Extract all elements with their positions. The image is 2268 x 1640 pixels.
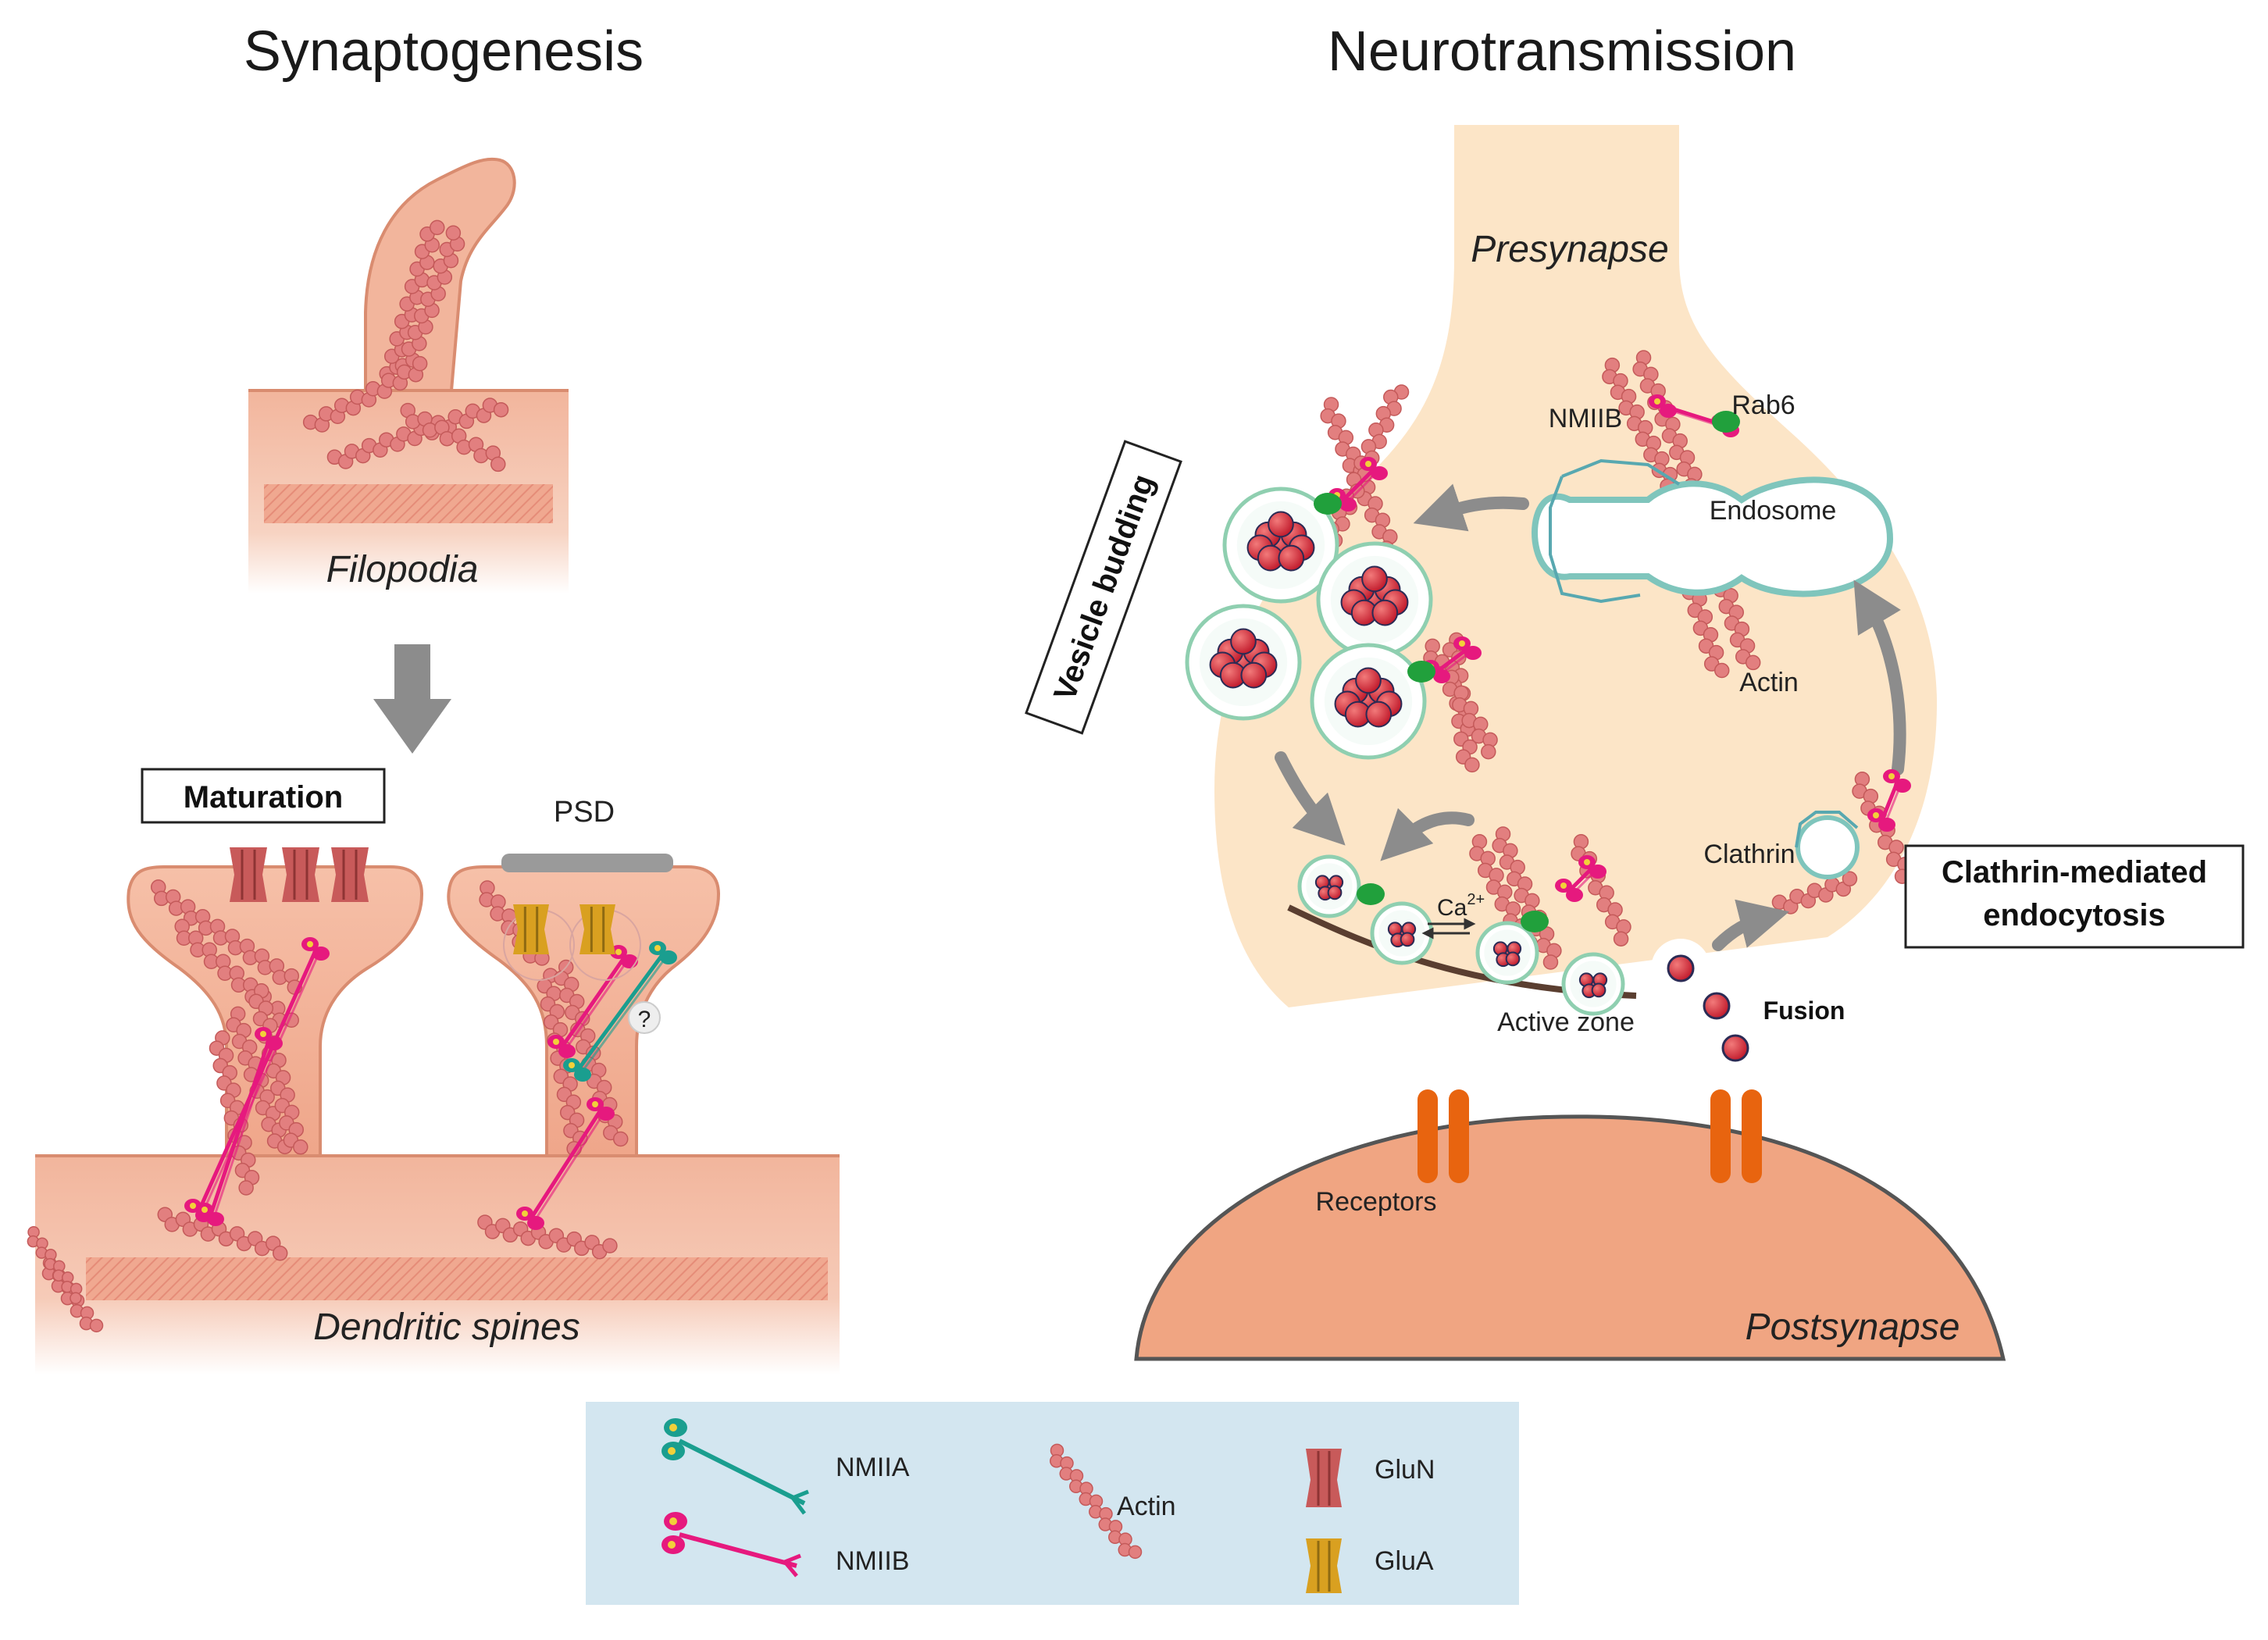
cme-box: Clathrin-mediated endocytosis: [1904, 844, 2245, 949]
rab6-marker: [1314, 493, 1342, 515]
legend-nmiia-glyph: [662, 1418, 809, 1515]
clathrin-coated-pit: [1795, 811, 1860, 879]
neurotransmission-panel: Endosome: [1025, 125, 2245, 1361]
actin-filament: [1492, 826, 1562, 970]
presynaptic-nmiib: [1314, 394, 1911, 932]
question-mark: ?: [638, 1007, 651, 1032]
actin-filament: [27, 1225, 83, 1305]
endosome-label: Endosome: [1710, 496, 1837, 526]
fusion-vesicles: [1651, 939, 1749, 1062]
clathrin-label: Clathrin: [1703, 840, 1795, 869]
legend-glun: GluN: [1375, 1455, 1435, 1485]
dendritic-spines-panel: Maturation PSD ? Dendritic spines: [27, 768, 840, 1374]
postsynapse-label: Postsynapse: [1746, 1307, 1960, 1348]
maturation-box: [141, 768, 386, 824]
receptor: [230, 847, 267, 902]
dendritic-spines-label: Dendritic spines: [313, 1307, 579, 1348]
psd-label: PSD: [554, 796, 615, 829]
myosin: [1867, 769, 1911, 832]
psd-density: [501, 854, 673, 872]
legend-nmiib-glyph: [662, 1512, 801, 1578]
actin-filament: [400, 402, 506, 472]
rab6-marker: [1521, 911, 1549, 932]
ca-label: Ca2+: [1437, 891, 1485, 921]
rab6-marker: [1357, 883, 1385, 905]
cme-line1: Clathrin-mediated: [1942, 855, 2207, 890]
presynapse-label: Presynapse: [1471, 229, 1668, 270]
glun-receptors: [230, 847, 369, 902]
vesicle: [1316, 541, 1433, 658]
receptor: [331, 847, 369, 902]
receptor: [282, 847, 319, 902]
legend: NMIIA NMIIB Actin GluN GluA: [586, 1402, 1519, 1605]
legend-glun-glyph: [1306, 1449, 1342, 1507]
actin-bundle-stripe: [264, 484, 553, 523]
vesicle: [1222, 487, 1339, 604]
myosin: [1555, 855, 1606, 902]
actin-label: Actin: [1739, 668, 1799, 697]
vesicle: [1310, 643, 1427, 760]
endosome: [1532, 458, 1894, 604]
active-zone-label: Active zone: [1497, 1007, 1635, 1037]
postsynaptic-terminal: [1134, 1114, 2006, 1361]
glua-receptors: [513, 904, 615, 954]
vesicle: [1297, 854, 1361, 918]
legend-nmiib: NMIIB: [836, 1546, 909, 1576]
vesicle: [1370, 901, 1434, 965]
legend-nmiia: NMIIA: [836, 1453, 910, 1482]
vesicle: [1185, 604, 1302, 721]
rab6-marker: [1712, 411, 1740, 433]
filopodia-actin: [302, 219, 509, 472]
myosin: [196, 1027, 283, 1226]
myosin: [516, 1097, 615, 1230]
vesicle: [1475, 921, 1539, 985]
legend-glua: GluA: [1375, 1546, 1434, 1576]
myosin: [563, 941, 677, 1082]
legend-box: [586, 1402, 1519, 1605]
calcium-exchange: Ca2+: [1421, 891, 1485, 939]
legend-actin-glyph: [1050, 1443, 1143, 1560]
filopodia-label: Filopodia: [326, 549, 479, 590]
receptor: [579, 904, 615, 954]
maturation-label: Maturation: [184, 780, 343, 815]
rab6-marker: [1407, 661, 1435, 683]
rab6-label: Rab6: [1731, 390, 1795, 420]
receptor: [513, 904, 549, 954]
postsynaptic-receptors: [1418, 1089, 1762, 1183]
legend-glua-glyph: [1306, 1538, 1342, 1593]
myosin: [547, 945, 638, 1058]
actin-filament: [157, 1207, 288, 1261]
synaptogenesis-title: Synaptogenesis: [244, 20, 644, 83]
cme-line2: endocytosis: [1983, 898, 2165, 932]
shaft-actin-bundle: [86, 1257, 828, 1300]
presynaptic-actin: [1320, 350, 1913, 970]
actin-filament: [302, 355, 428, 433]
spine-actin: [27, 879, 629, 1333]
vesicle-budding-box: Vesicle budding: [1025, 440, 1182, 735]
legend-actin: Actin: [1117, 1492, 1176, 1521]
filopodia-panel: Filopodia: [248, 157, 569, 594]
fusion-label: Fusion: [1763, 996, 1845, 1025]
actin-filament: [477, 1214, 618, 1260]
nmiib-label: NMIIB: [1549, 404, 1622, 433]
myosin: [1328, 457, 1388, 512]
actin-filament: [150, 879, 303, 995]
actin-filament: [209, 1030, 260, 1196]
cycle-arrows: [1275, 483, 1906, 951]
spine-myosins: [184, 937, 677, 1230]
synaptic-vesicles: [1185, 487, 1625, 1016]
vesicle: [1561, 952, 1625, 1016]
receptors-label: Receptors: [1316, 1187, 1437, 1217]
neurotransmission-title: Neurotransmission: [1328, 20, 1796, 83]
actin-filament: [1050, 1443, 1143, 1560]
maturation-arrow: [373, 644, 451, 754]
